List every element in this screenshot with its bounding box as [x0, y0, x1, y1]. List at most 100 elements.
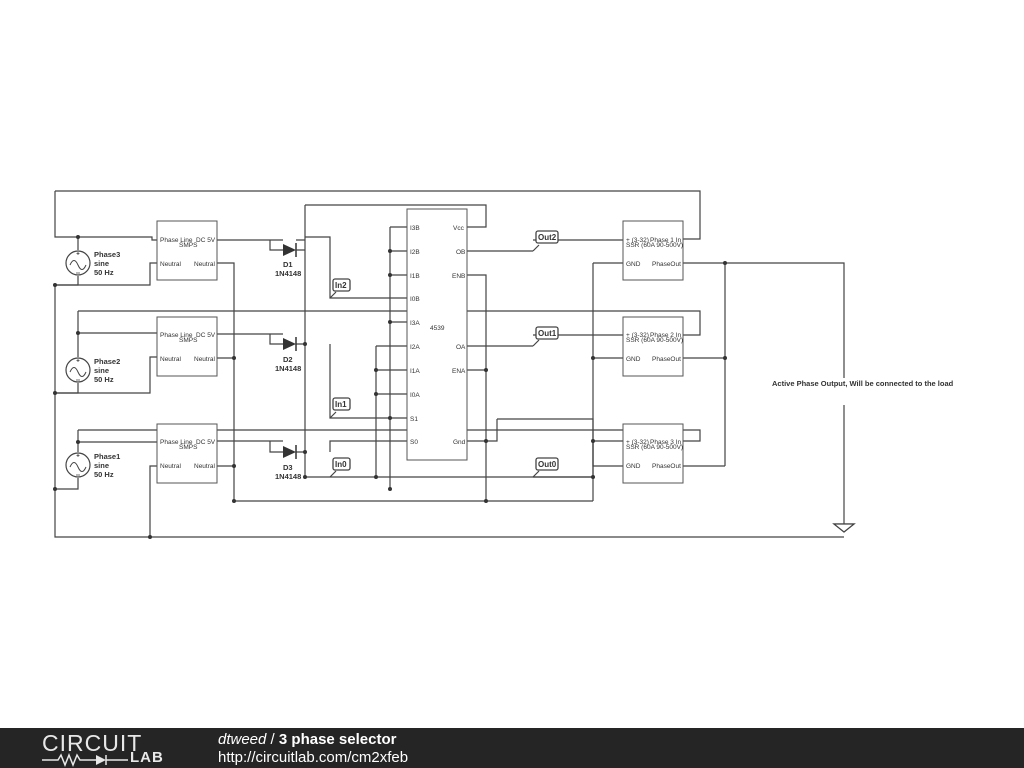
- source-name: Phase2: [94, 357, 120, 366]
- schematic-title: 3 phase selector: [278, 731, 397, 748]
- svg-text:I2B: I2B: [410, 249, 420, 256]
- svg-text:Neutral: Neutral: [160, 261, 182, 268]
- svg-text:Neutral: Neutral: [194, 463, 216, 470]
- svg-text:ENB: ENB: [452, 273, 465, 280]
- source-phase2[interactable]: Phase2 sine 50 Hz: [65, 357, 120, 384]
- svg-text:DC 5V: DC 5V: [196, 439, 216, 446]
- svg-text:Phase Line: Phase Line: [160, 439, 193, 446]
- svg-text:DC 5V: DC 5V: [196, 237, 216, 244]
- source-freq: 50 Hz: [94, 268, 114, 277]
- source-freq: 50 Hz: [94, 375, 114, 384]
- svg-text:I1B: I1B: [410, 273, 420, 280]
- footer-bar: CIRCUIT LAB dtweed / 3 phase selector ht…: [0, 728, 1024, 768]
- svg-text:GND: GND: [626, 463, 641, 470]
- diode-ref: D3: [283, 463, 293, 472]
- diode-ref: D2: [283, 355, 293, 364]
- svg-text:Neutral: Neutral: [160, 463, 182, 470]
- svg-text:I0B: I0B: [410, 296, 420, 303]
- svg-text:In0: In0: [335, 460, 347, 469]
- svg-text:Vcc: Vcc: [453, 225, 465, 232]
- svg-text:In1: In1: [335, 400, 347, 409]
- footer-title: dtweed / 3 phase selector: [218, 731, 396, 749]
- smps-block-1[interactable]: Phase Line DC 5V SMPS Neutral Neutral: [156, 220, 218, 281]
- svg-text:Phase Line: Phase Line: [160, 332, 193, 339]
- svg-text:Phase 1 In: Phase 1 In: [650, 237, 681, 244]
- svg-text:Gnd: Gnd: [453, 439, 466, 446]
- svg-text:PhaseOut: PhaseOut: [652, 261, 681, 268]
- ground-icon: [832, 523, 856, 533]
- logo-text-bottom: LAB: [130, 749, 164, 766]
- author-link[interactable]: dtweed: [218, 731, 267, 748]
- diode-part: 1N4148: [275, 269, 301, 278]
- title-separator: /: [270, 731, 275, 748]
- ssr-block-3[interactable]: + (3-32) Phase 3 In SSR (60A 90-500V) GN…: [622, 423, 684, 484]
- svg-text:PhaseOut: PhaseOut: [652, 463, 681, 470]
- source-name: Phase1: [94, 452, 120, 461]
- diode-ref: D1: [283, 260, 293, 269]
- svg-text:I3A: I3A: [410, 320, 420, 327]
- schematic-url[interactable]: http://circuitlab.com/cm2xfeb: [218, 749, 409, 766]
- net-tag-in2[interactable]: In2: [329, 278, 351, 299]
- ic-part: 4539: [430, 325, 445, 332]
- svg-text:SMPS: SMPS: [179, 242, 198, 249]
- svg-text:Out1: Out1: [538, 329, 557, 338]
- svg-text:+ (3-32): + (3-32): [626, 332, 649, 339]
- ssr-block-2[interactable]: + (3-32) Phase 2 In SSR (60A 90-500V) GN…: [622, 316, 684, 377]
- net-tag-out2[interactable]: Out2: [532, 230, 559, 252]
- svg-text:+ (3-32): + (3-32): [626, 439, 649, 446]
- svg-text:Out0: Out0: [538, 460, 557, 469]
- svg-text:Neutral: Neutral: [160, 356, 182, 363]
- svg-text:I3B: I3B: [410, 225, 420, 232]
- net-tag-in0[interactable]: In0: [329, 457, 351, 478]
- logo-text-top: CIRCUIT: [42, 730, 143, 756]
- svg-text:DC 5V: DC 5V: [196, 332, 216, 339]
- diode-d1[interactable]: D1 1N4148: [269, 240, 305, 278]
- svg-text:GND: GND: [626, 261, 641, 268]
- svg-text:OB: OB: [456, 249, 465, 256]
- svg-text:Phase 2 In: Phase 2 In: [650, 332, 681, 339]
- svg-text:OA: OA: [456, 344, 466, 351]
- ssr-block-1[interactable]: + (3-32) Phase 1 In SSR (60A 90-500V) GN…: [622, 220, 684, 281]
- source-wave: sine: [94, 259, 109, 268]
- svg-text:SMPS: SMPS: [179, 337, 198, 344]
- source-phase3[interactable]: Phase3 sine 50 Hz: [65, 250, 120, 277]
- diode-part: 1N4148: [275, 364, 301, 373]
- diode-part: 1N4148: [275, 472, 301, 481]
- svg-text:I2A: I2A: [410, 344, 420, 351]
- svg-text:Phase Line: Phase Line: [160, 237, 193, 244]
- svg-text:ENA: ENA: [452, 368, 466, 375]
- svg-text:SSR (60A 90-500V): SSR (60A 90-500V): [626, 444, 683, 451]
- svg-text:Out2: Out2: [538, 233, 557, 242]
- source-wave: sine: [94, 461, 109, 470]
- svg-text:In2: In2: [335, 281, 347, 290]
- svg-text:SSR (60A 90-500V): SSR (60A 90-500V): [626, 337, 683, 344]
- junctions: [53, 235, 727, 539]
- svg-text:Phase 3 In: Phase 3 In: [650, 439, 681, 446]
- svg-text:PhaseOut: PhaseOut: [652, 356, 681, 363]
- ic-4539[interactable]: I3B I2B I1B I0B I3A I2A I1A I0A S1 S0 Vc…: [406, 208, 468, 461]
- net-tag-in1[interactable]: In1: [329, 397, 351, 419]
- diode-d3[interactable]: D3 1N4148: [269, 441, 301, 481]
- svg-text:I0A: I0A: [410, 392, 420, 399]
- smps-block-3[interactable]: Phase Line DC 5V SMPS Neutral Neutral: [156, 423, 218, 484]
- svg-text:Neutral: Neutral: [194, 261, 216, 268]
- smps-block-2[interactable]: Phase Line DC 5V SMPS Neutral Neutral: [156, 316, 218, 377]
- svg-text:I1A: I1A: [410, 368, 420, 375]
- net-tag-out0[interactable]: Out0: [532, 457, 559, 478]
- svg-text:+ (3-32): + (3-32): [626, 237, 649, 244]
- svg-text:S1: S1: [410, 416, 418, 423]
- source-name: Phase3: [94, 250, 120, 259]
- svg-text:GND: GND: [626, 356, 641, 363]
- source-freq: 50 Hz: [94, 470, 114, 479]
- svg-text:SMPS: SMPS: [179, 444, 198, 451]
- svg-text:S0: S0: [410, 439, 418, 446]
- diode-d2[interactable]: D2 1N4148: [269, 334, 301, 373]
- source-wave: sine: [94, 366, 109, 375]
- net-tag-out1[interactable]: Out1: [532, 326, 559, 347]
- circuitlab-logo[interactable]: CIRCUIT LAB: [42, 731, 178, 767]
- circuit-schematic: Phase3 sine 50 Hz Phase2 sine 50 Hz Phas…: [53, 190, 954, 539]
- svg-text:Neutral: Neutral: [194, 356, 216, 363]
- source-phase1[interactable]: Phase1 sine 50 Hz: [65, 452, 120, 479]
- resistor-diode-icon: [42, 753, 128, 767]
- load-annotation: Active Phase Output, Will be connected t…: [772, 379, 954, 388]
